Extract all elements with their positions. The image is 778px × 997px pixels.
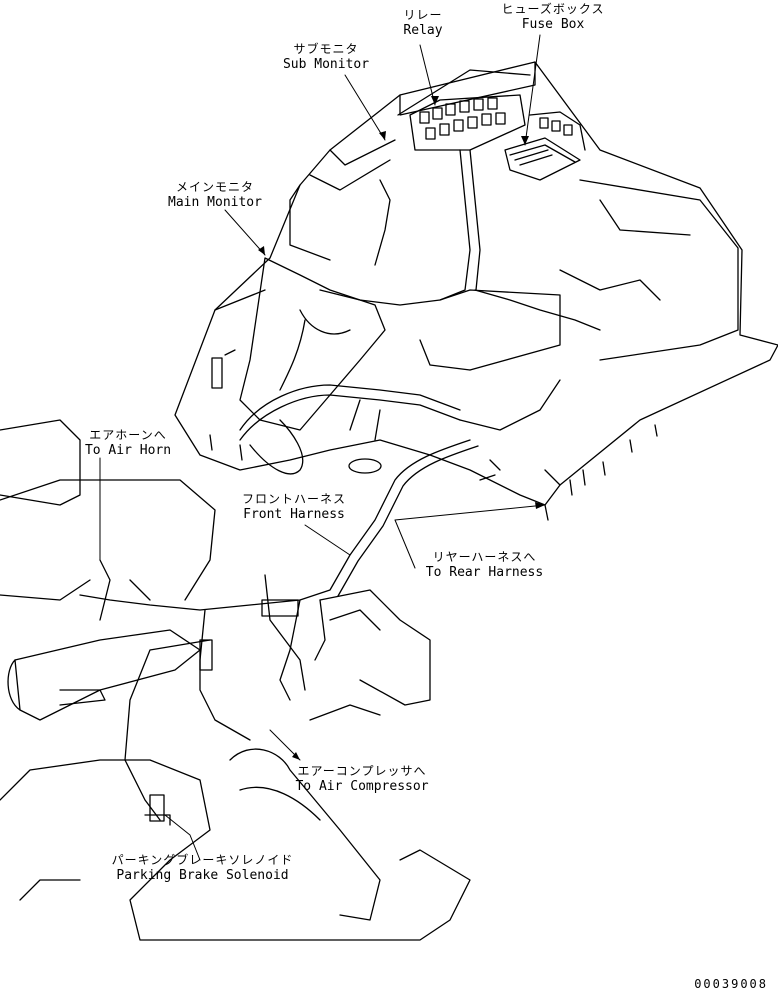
chassis-frame [0,419,471,941]
rear-harness-label: リヤーハーネスへ To Rear Harness [412,550,557,580]
front-harness-label-en: Front Harness [243,507,345,522]
fuse-box-label-jp: ヒューズボックス [501,2,605,16]
rear-harness-label-en: To Rear Harness [425,565,544,580]
arrowheads [258,96,545,760]
fuse-box [504,111,586,181]
relay-label: リレー Relay [393,8,453,38]
fuse-box-label: ヒューズボックス Fuse Box [498,2,608,32]
rear-harness-label-jp: リヤーハーネスへ [432,550,537,564]
parking-brake-solenoid [144,794,171,826]
sub-monitor-label: サブモニタ Sub Monitor [278,42,374,72]
air-horn-label-jp: エアホーンへ [89,428,167,442]
front-harness-label: フロントハーネス Front Harness [234,492,354,522]
front-harness [79,439,501,821]
parking-brake-label-jp: パーキングブレーキソレノイド [111,853,294,867]
air-compressor-label: エアーコンプレッサへ To Air Compressor [282,764,442,794]
front-harness-label-jp: フロントハーネス [241,492,346,506]
parking-brake-label-en: Parking Brake Solenoid [116,868,289,883]
sub-monitor-label-jp: サブモニタ [293,42,359,56]
relay-block [409,94,526,151]
parking-brake-label: パーキングブレーキソレノイド Parking Brake Solenoid [100,853,305,883]
main-monitor-label-en: Main Monitor [168,195,262,210]
relay-label-jp: リレー [403,8,443,22]
main-monitor-label: メインモニタ Main Monitor [160,180,270,210]
air-compressor-label-jp: エアーコンプレッサへ [297,764,427,778]
main-monitor-label-jp: メインモニタ [175,180,254,194]
air-horn-label: エアホーンへ To Air Horn [78,428,178,458]
leader-lines [99,34,546,861]
air-horn-label-en: To Air Horn [84,443,172,458]
main-monitor [211,257,386,431]
sub-monitor-label-en: Sub Monitor [282,57,370,72]
air-compressor-label-en: To Air Compressor [295,779,429,794]
relay-label-en: Relay [403,23,443,38]
drawing-code: 00039008 [694,977,768,991]
floor-plate [174,61,778,521]
fuse-box-label-en: Fuse Box [521,17,585,32]
cab-harness [239,149,601,475]
